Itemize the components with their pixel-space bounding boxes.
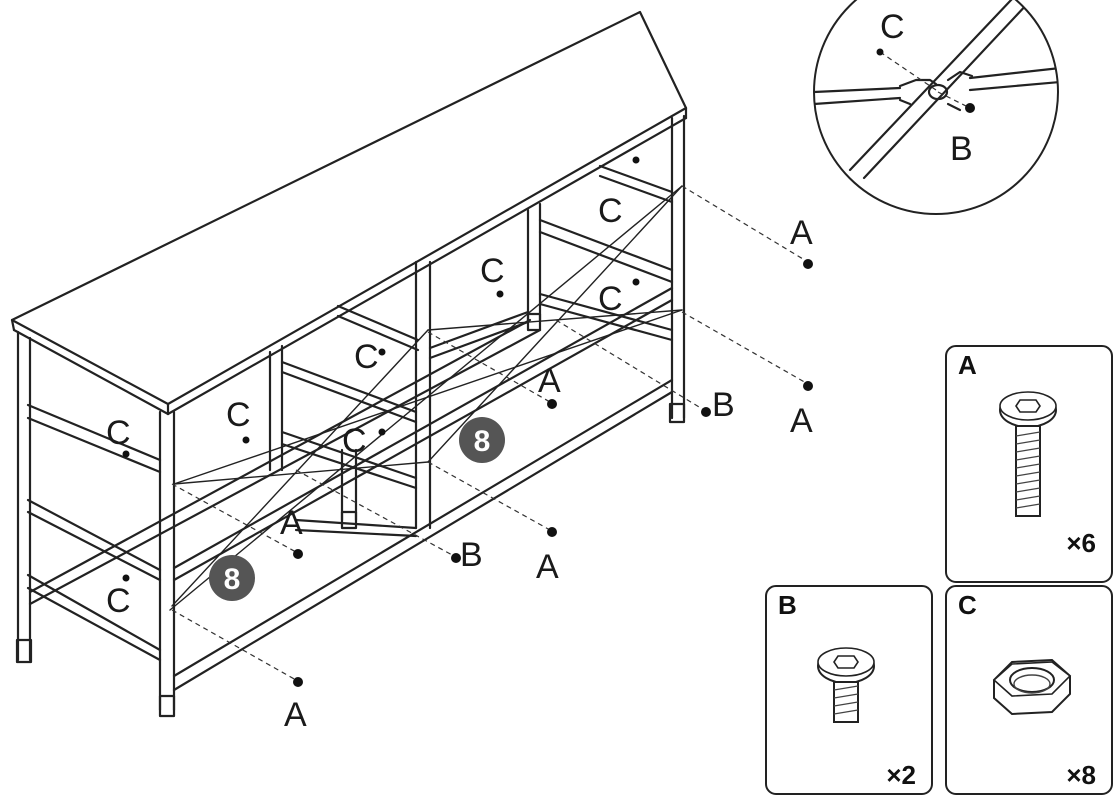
short-bolt-icon bbox=[817, 647, 875, 723]
bolt-b-marker bbox=[451, 553, 461, 563]
callout-labels: C C C C C C C C A A A A A A B B bbox=[106, 192, 813, 734]
nut-markers bbox=[122, 156, 640, 582]
bolt-markers bbox=[293, 259, 813, 687]
label-c: C bbox=[226, 396, 251, 434]
step-badge: 8 bbox=[209, 555, 255, 601]
detail-view: C B bbox=[813, 0, 1059, 215]
bolt-a-marker bbox=[803, 381, 813, 391]
parts-box-b: B ×2 bbox=[765, 585, 933, 795]
label-a: A bbox=[790, 214, 813, 252]
part-b-quantity: ×2 bbox=[886, 760, 916, 790]
label-b: B bbox=[460, 536, 483, 574]
label-b: B bbox=[712, 386, 735, 424]
step-badge: 8 bbox=[459, 417, 505, 463]
bolt-a-marker bbox=[293, 549, 303, 559]
label-a: A bbox=[536, 548, 559, 586]
detail-label-b: B bbox=[950, 130, 973, 168]
part-a-quantity: ×6 bbox=[1066, 528, 1096, 558]
part-c-label: C bbox=[958, 590, 977, 620]
hex-nut-icon bbox=[992, 658, 1072, 716]
label-c: C bbox=[342, 422, 367, 460]
label-c: C bbox=[598, 280, 623, 318]
bolt-a-marker bbox=[547, 399, 557, 409]
label-a: A bbox=[790, 402, 813, 440]
parts-box-a: A ×6 bbox=[945, 345, 1113, 583]
label-a: A bbox=[538, 362, 561, 400]
step-number: 8 bbox=[474, 425, 491, 458]
part-b-label: B bbox=[778, 590, 797, 620]
label-c: C bbox=[354, 338, 379, 376]
label-c: C bbox=[106, 582, 131, 620]
detail-label-c: C bbox=[880, 8, 905, 46]
bolt-a-marker bbox=[803, 259, 813, 269]
label-c: C bbox=[106, 414, 131, 452]
parts-box-c: C ×8 bbox=[945, 585, 1113, 795]
label-a: A bbox=[284, 696, 307, 734]
label-a: A bbox=[280, 504, 303, 542]
bolt-b-marker bbox=[701, 407, 711, 417]
label-c: C bbox=[598, 192, 623, 230]
dresser-frame bbox=[10, 10, 688, 718]
label-c: C bbox=[480, 252, 505, 290]
leader-lines bbox=[171, 185, 809, 681]
part-a-label: A bbox=[958, 350, 977, 380]
long-bolt-icon bbox=[999, 391, 1057, 517]
step-number: 8 bbox=[224, 563, 241, 596]
bolt-a-marker bbox=[547, 527, 557, 537]
part-c-quantity: ×8 bbox=[1066, 760, 1096, 790]
bolt-a-marker bbox=[293, 677, 303, 687]
